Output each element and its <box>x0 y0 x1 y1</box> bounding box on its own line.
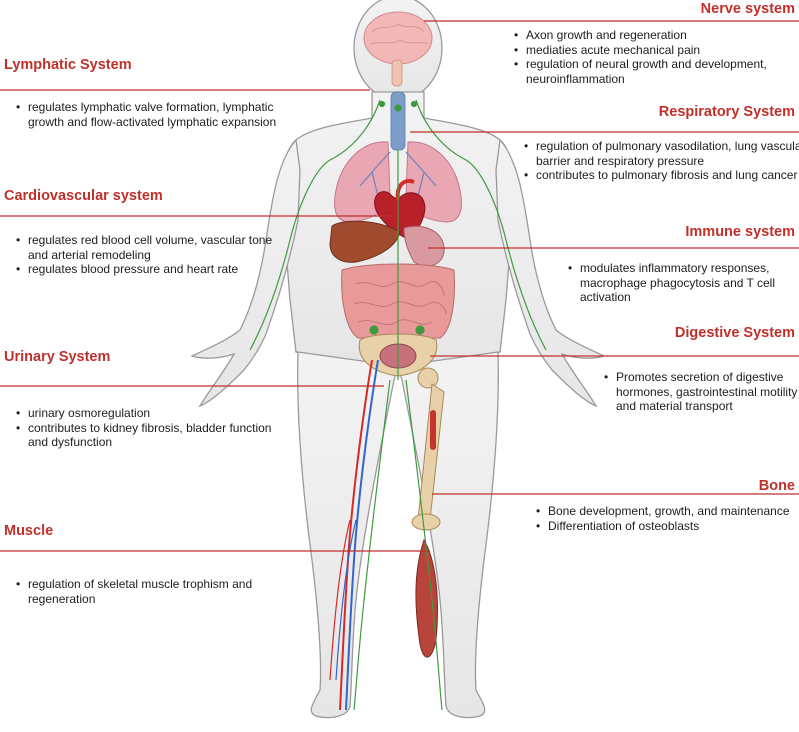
muscle-point-1: regulation of skeletal muscle trophism a… <box>16 577 303 606</box>
bone-point-2: Differentiation of osteoblasts <box>536 519 799 534</box>
cardiovascular-system-title: Cardiovascular system <box>4 188 163 204</box>
bone-title: Bone <box>758 478 795 494</box>
bone-point-1: Bone development, growth, and maintenanc… <box>536 504 799 519</box>
immune-system-title: Immune system <box>685 224 795 240</box>
trachea <box>390 91 406 151</box>
digestive-system-title: Digestive System <box>674 325 795 341</box>
respiratory-system-points: regulation of pulmonary vasodilation, lu… <box>522 139 799 183</box>
femur <box>411 367 445 531</box>
nerve-system-title: Nerve system <box>700 1 795 17</box>
right-leg-outline <box>397 351 499 719</box>
lymphatic-vessels <box>249 99 547 711</box>
nerve-point-2: mediaties acute mechanical pain <box>514 43 799 58</box>
bone-points: Bone development, growth, and maintenanc… <box>534 504 799 533</box>
cardiovascular-system-points: regulates red blood cell volume, vascula… <box>14 233 278 277</box>
urinary-point-1: urinary osmoregulation <box>16 406 278 421</box>
urinary-system-title: Urinary System <box>4 349 111 365</box>
leg-vessels <box>329 359 379 711</box>
immune-system-points: modulates inflammatory responses, macrop… <box>566 261 799 305</box>
lymphatic-point-1: regulates lymphatic valve formation, lym… <box>16 100 293 129</box>
stomach <box>403 225 445 267</box>
respiratory-point-1: regulation of pulmonary vasodilation, lu… <box>524 139 799 168</box>
immune-point-1: modulates inflammatory responses, macrop… <box>568 261 799 305</box>
brain <box>363 11 433 87</box>
nerve-point-1: Axon growth and regeneration <box>514 28 799 43</box>
respiratory-system-title: Respiratory System <box>658 104 795 120</box>
urinary-point-2: contributes to kidney fibrosis, bladder … <box>16 421 278 450</box>
lymphatic-system-title: Lymphatic System <box>4 57 132 73</box>
muscle-points: regulation of skeletal muscle trophism a… <box>14 577 303 606</box>
nerve-point-3: regulation of neural growth and developm… <box>514 57 799 86</box>
cardiovascular-point-1: regulates red blood cell volume, vascula… <box>16 233 278 262</box>
digestive-point-1: Promotes secretion of digestive hormones… <box>604 370 799 414</box>
cardiovascular-point-2: regulates blood pressure and heart rate <box>16 262 278 277</box>
leader-lines <box>0 20 799 552</box>
body-silhouette <box>190 0 606 719</box>
left-leg-outline <box>297 351 399 719</box>
liver <box>329 220 401 263</box>
muscle-title: Muscle <box>4 523 54 539</box>
right-arm-outline <box>495 138 606 408</box>
lymphatic-system-points: regulates lymphatic valve formation, lym… <box>14 100 293 129</box>
respiratory-point-2: contributes to pulmonary fibrosis and lu… <box>524 168 799 183</box>
urinary-system-points: urinary osmoregulation contributes to ki… <box>14 406 278 450</box>
digestive-system-points: Promotes secretion of digestive hormones… <box>602 370 799 414</box>
calf-muscle <box>415 538 438 658</box>
nerve-system-points: Axon growth and regeneration mediaties a… <box>512 28 799 86</box>
